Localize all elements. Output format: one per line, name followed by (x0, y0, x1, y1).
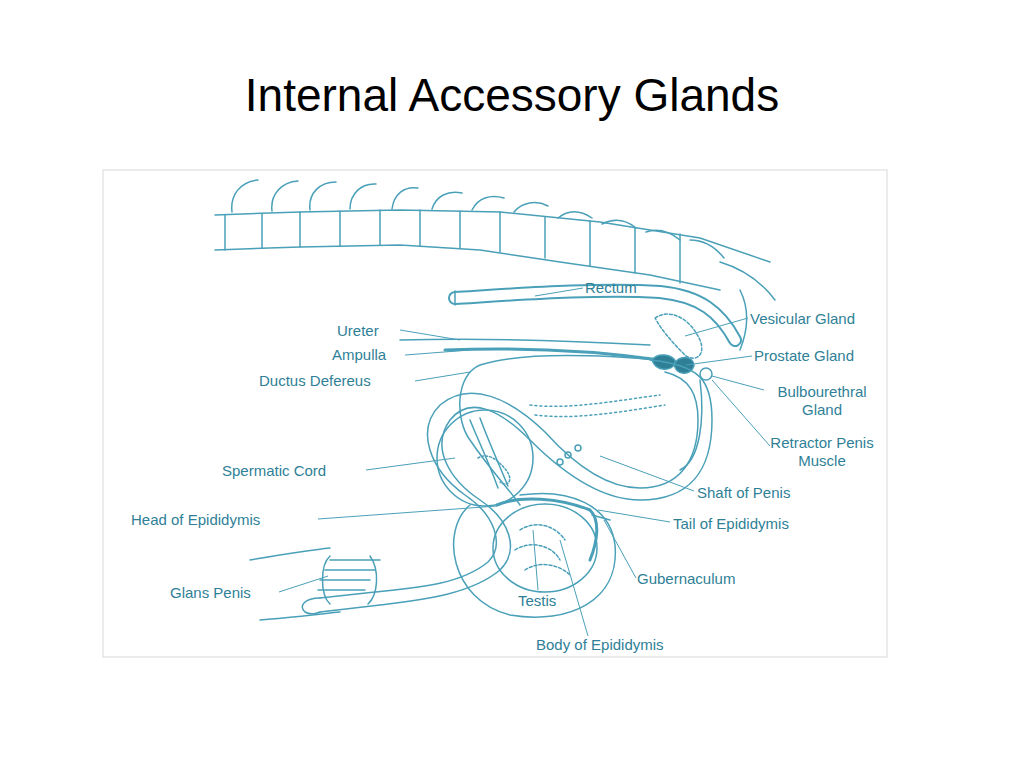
testis-detail (515, 525, 570, 575)
shaft-detail (530, 395, 665, 417)
leader-line (366, 458, 455, 470)
prepuce-folds (318, 556, 380, 604)
rectum-tube (455, 291, 735, 340)
part-label: Tail of Epididymis (673, 515, 789, 533)
part-label: Head of Epididymis (131, 511, 260, 529)
epididymis (497, 499, 597, 560)
part-label: Shaft of Penis (697, 484, 790, 502)
part-label: Ampulla (332, 346, 386, 364)
leader-line (600, 456, 694, 491)
leader-line (535, 288, 583, 296)
leader-lines (279, 288, 770, 636)
scrotum (454, 493, 616, 617)
body-wall (250, 548, 340, 620)
part-label: Prostate Gland (754, 347, 854, 365)
leader-line (279, 576, 328, 592)
part-label: Spermatic Cord (222, 462, 326, 480)
part-label: Body of Epididymis (536, 636, 664, 654)
part-label: Ureter (337, 322, 379, 340)
detail-dot (575, 445, 581, 451)
leader-line (533, 530, 538, 590)
penis-shaft (320, 372, 698, 598)
vesicular-gland (655, 314, 702, 358)
part-label: Rectum (585, 279, 637, 297)
anatomy-drawing (215, 180, 775, 620)
slide-title: Internal Accessory Glands (0, 68, 1024, 122)
spine-line (215, 210, 770, 262)
part-label: Gubernaculum (637, 570, 735, 588)
part-label: Vesicular Gland (750, 310, 855, 328)
part-label: Glans Penis (170, 584, 251, 602)
part-label: Ductus Defereus (259, 372, 371, 390)
gubernaculum (592, 515, 610, 520)
leader-line (685, 318, 748, 336)
spermatic-cord (470, 418, 508, 488)
leader-line (415, 372, 470, 381)
testis (493, 504, 597, 592)
ureter (400, 339, 650, 345)
pampiniform-plexus (478, 456, 510, 484)
rectum-lumen (455, 291, 735, 340)
glans-penis (302, 598, 320, 614)
leader-line (405, 350, 470, 355)
leader-line (686, 356, 752, 365)
leader-line (598, 510, 670, 522)
leader-line (712, 376, 764, 390)
detail-dot (557, 459, 563, 465)
retractor-penis-muscle (680, 380, 702, 470)
image-panel (103, 170, 887, 657)
part-label: Testis (518, 592, 556, 610)
spinous-process (232, 180, 724, 258)
leader-line (712, 380, 770, 446)
leader-line (560, 540, 588, 636)
detail-dot (565, 452, 571, 458)
part-label: Retractor Penis Muscle (762, 434, 882, 470)
leader-line (318, 506, 497, 519)
spine-line (215, 245, 720, 290)
rectum-end (454, 291, 456, 305)
ductus-deferens (460, 356, 660, 505)
leader-line (604, 520, 636, 578)
leader-line (400, 330, 460, 340)
part-label: Bulbourethral Gland (762, 383, 882, 419)
